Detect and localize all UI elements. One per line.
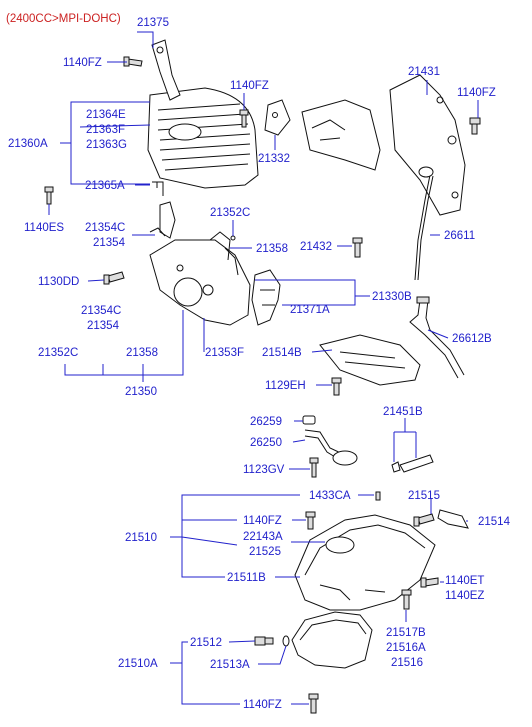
timing-belt-upper-cover-drawing — [147, 87, 259, 189]
part-label-21353F[interactable]: 21353F — [205, 347, 244, 359]
bolt-1140FZ-e-drawing — [308, 693, 319, 714]
engine-spec-header: (2400CC>MPI-DOHC) — [6, 13, 121, 25]
part-label-21514[interactable]: 21514 — [478, 516, 511, 528]
part-label-21354C-b[interactable]: 21354C — [81, 305, 121, 317]
bolt-1140EZ-drawing — [401, 589, 412, 610]
bracket-21330B-drawing — [251, 269, 281, 326]
part-label-21514B[interactable]: 21514B — [262, 347, 302, 359]
part-label-21511B[interactable]: 21511B — [227, 572, 266, 584]
part-label-21525[interactable]: 21525 — [249, 546, 281, 558]
guide-tube-26612B-drawing — [409, 296, 465, 379]
part-label-21431[interactable]: 21431 — [408, 66, 440, 78]
part-label-21360A[interactable]: 21360A — [8, 138, 48, 150]
drain-plug-21512-drawing — [254, 636, 274, 646]
leader-lines — [48, 31, 479, 705]
part-label-21330B[interactable]: 21330B — [372, 291, 412, 303]
part-label-21332[interactable]: 21332 — [258, 153, 290, 165]
part-label-21517B[interactable]: 21517B — [386, 627, 426, 639]
bolt-1140ES-drawing — [44, 186, 54, 205]
part-label-21363F[interactable]: 21363F — [86, 124, 125, 136]
part-label-1130DD[interactable]: 1130DD — [38, 276, 79, 288]
part-label-21515[interactable]: 21515 — [408, 490, 440, 502]
engine-block-drawing — [301, 99, 381, 171]
hose-21365A-drawing — [152, 181, 164, 196]
part-label-1140FZ-a[interactable]: 1140FZ — [63, 57, 102, 69]
part-label-1140EZ[interactable]: 1140EZ — [445, 590, 484, 602]
grommet-21352C-drawing — [230, 235, 236, 241]
bolt-1140FZ-d-drawing — [305, 511, 316, 530]
bolt-1140ET-drawing — [420, 577, 439, 588]
bolt-1140FZ-c-drawing — [469, 117, 481, 135]
part-label-21358-b[interactable]: 21358 — [126, 347, 158, 359]
bolt-21432-drawing — [352, 237, 363, 258]
part-label-1123GV[interactable]: 1123GV — [243, 464, 285, 476]
part-label-26250[interactable]: 26250 — [250, 437, 282, 449]
sealant-21451B-drawing — [391, 454, 434, 473]
bracket-21514-drawing — [437, 509, 469, 529]
part-label-1140FZ-d[interactable]: 1140FZ — [243, 515, 282, 527]
bolt-1123GV-drawing — [309, 457, 319, 478]
plug-1433CA-drawing — [375, 491, 381, 501]
part-label-22143A[interactable]: 22143A — [243, 531, 283, 543]
part-label-26612B[interactable]: 26612B — [452, 333, 492, 345]
bracket-21375-drawing — [151, 39, 181, 101]
part-label-21451B[interactable]: 21451B — [383, 406, 423, 418]
part-label-21354C-a[interactable]: 21354C — [85, 222, 125, 234]
part-label-21352C-a[interactable]: 21352C — [210, 207, 250, 219]
part-label-21510A[interactable]: 21510A — [118, 658, 158, 670]
part-label-21350[interactable]: 21350 — [125, 386, 157, 398]
bracket-21431-drawing — [389, 74, 466, 216]
part-label-21371A[interactable]: 21371A — [290, 304, 330, 316]
part-label-1140ET[interactable]: 1140ET — [445, 575, 484, 587]
part-label-21516[interactable]: 21516 — [391, 657, 423, 669]
part-label-21363G[interactable]: 21363G — [86, 139, 127, 151]
oil-level-gauge-26611-drawing — [414, 166, 434, 281]
part-label-26259[interactable]: 26259 — [250, 416, 282, 428]
part-label-21364E[interactable]: 21364E — [86, 109, 126, 121]
bracket-21354C-drawing — [149, 201, 176, 239]
part-label-21516A[interactable]: 21516A — [386, 642, 426, 654]
part-label-21510[interactable]: 21510 — [125, 532, 157, 544]
gasket-21513A-drawing — [282, 635, 290, 647]
part-label-21354-a[interactable]: 21354 — [93, 237, 126, 249]
part-label-1140ES[interactable]: 1140ES — [24, 222, 64, 234]
bolt-1130DD-drawing — [103, 271, 125, 285]
part-label-21512[interactable]: 21512 — [190, 637, 222, 649]
part-label-21354-b[interactable]: 21354 — [87, 320, 120, 332]
part-label-1140FZ-b[interactable]: 1140FZ — [230, 80, 269, 92]
part-label-1433CA[interactable]: 1433CA — [309, 490, 351, 502]
seal-21358-drawing — [224, 247, 239, 276]
part-label-21375[interactable]: 21375 — [137, 17, 169, 29]
timing-belt-lower-cover-drawing — [149, 231, 251, 326]
oil-pan-upper-21510-drawing — [294, 514, 436, 611]
part-label-21432[interactable]: 21432 — [300, 241, 332, 253]
part-label-1140FZ-e[interactable]: 1140FZ — [243, 699, 282, 711]
part-label-21513A[interactable]: 21513A — [210, 659, 250, 671]
bolt-21515-drawing — [413, 513, 435, 527]
part-label-21352C-b[interactable]: 21352C — [38, 347, 78, 359]
part-label-1129EH[interactable]: 1129EH — [265, 380, 306, 392]
bracket-21332-drawing — [264, 99, 291, 136]
part-label-21358-a[interactable]: 21358 — [256, 243, 288, 255]
baffle-21514B-drawing — [319, 334, 421, 386]
oil-pan-lower-21510A-drawing — [291, 611, 373, 669]
part-label-21365A[interactable]: 21365A — [85, 180, 125, 192]
oil-screen-26250-drawing — [304, 429, 358, 466]
gasket-26259-drawing — [302, 415, 316, 425]
part-label-26611[interactable]: 26611 — [444, 230, 475, 242]
part-label-1140FZ-c[interactable]: 1140FZ — [457, 87, 496, 99]
bolt-1129EH-drawing — [331, 377, 342, 396]
